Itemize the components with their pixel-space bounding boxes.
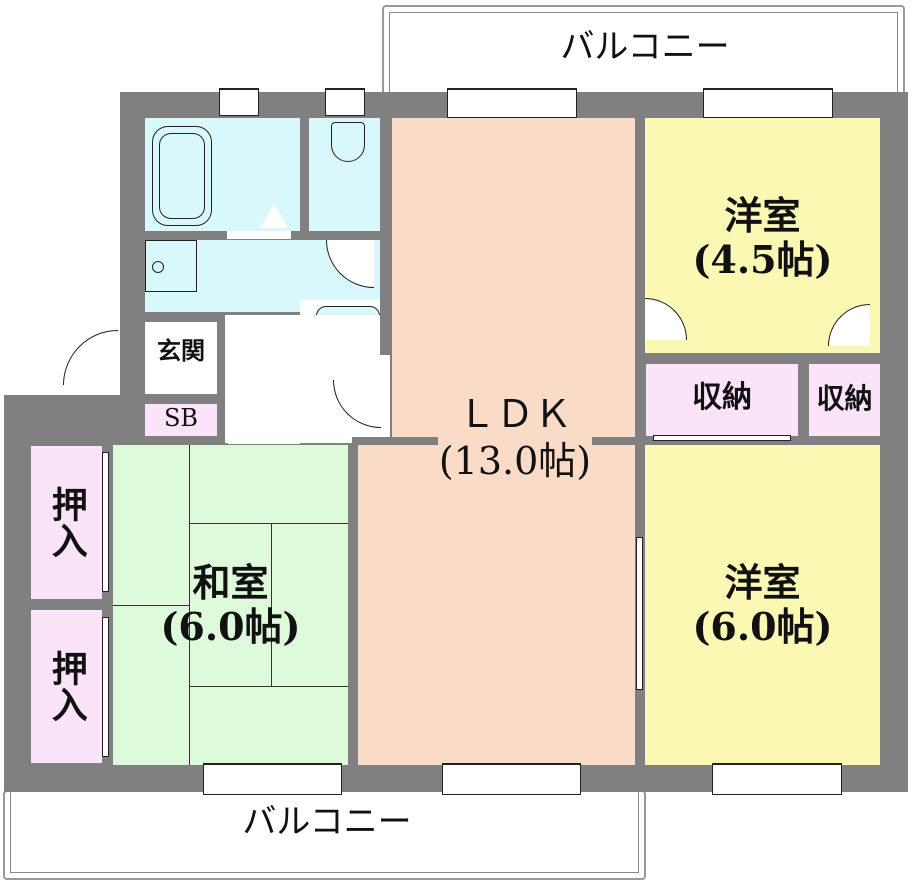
closet-2-label: 押入 [45, 650, 88, 722]
washing-machine-pan-icon [145, 240, 197, 292]
japanese-room: 和室 (6.0帖) [113, 445, 348, 765]
ldk-wall-divider-left [358, 437, 438, 445]
closet-2: 押入 [31, 610, 102, 763]
closet-1-sliding-door[interactable] [102, 452, 109, 592]
ldk-lower [358, 437, 635, 765]
storage-2-label: 収納 [816, 382, 873, 415]
bath-door[interactable] [227, 231, 291, 239]
window-western-large[interactable] [712, 763, 842, 795]
ldk-size: (13.0帖) [438, 439, 592, 483]
bath-door-icon [260, 204, 288, 228]
ldk-label: ＬＤＫ [457, 392, 572, 436]
shoebox: SB [145, 404, 217, 436]
japanese-room-door[interactable] [228, 436, 300, 444]
western-room-small-size: (4.5帖) [692, 237, 833, 282]
shoebox-label: SB [163, 404, 199, 432]
tatami-line [271, 523, 272, 687]
tatami-line [189, 523, 348, 524]
tatami-line [113, 605, 190, 606]
toilet-icon [331, 122, 365, 162]
bathtub-icon [152, 126, 212, 226]
western-room-large-sliding-door[interactable] [636, 537, 643, 690]
storage-2: 収納 [809, 364, 880, 436]
western-room-small: 洋室 (4.5帖) [645, 118, 880, 353]
closet-1: 押入 [31, 446, 102, 599]
bathroom [145, 118, 300, 231]
closet-1-label: 押入 [45, 486, 88, 558]
storage-1-label: 収納 [692, 380, 752, 415]
balcony-top [382, 5, 905, 100]
ldk [392, 118, 635, 440]
toilet-door-swing[interactable] [326, 240, 374, 288]
japanese-room-size: (6.0帖) [160, 604, 301, 649]
ldk-wall-divider-right [592, 437, 635, 445]
western-room-large-size: (6.0帖) [692, 604, 833, 649]
western-room-small-label: 洋室 [724, 193, 801, 238]
window-bath[interactable] [219, 88, 259, 116]
western-room-small-door[interactable] [645, 298, 687, 340]
balcony-bottom-label: バルコニー [242, 802, 412, 842]
western-room-large: 洋室 (6.0帖) [645, 445, 880, 765]
balcony-top-label: バルコニー [560, 27, 730, 67]
tatami-line [189, 686, 348, 687]
ldk-left-partition [352, 437, 358, 765]
window-ldk-top[interactable] [447, 88, 577, 118]
entrance: 玄関 [145, 322, 217, 394]
storage-1: 収納 [646, 364, 798, 436]
window-japanese[interactable] [203, 763, 342, 795]
window-ldk-bottom[interactable] [442, 763, 581, 795]
closet-2-sliding-door[interactable] [102, 617, 109, 757]
entrance-label: 玄関 [157, 336, 205, 365]
window-toilet[interactable] [325, 88, 365, 116]
storage-1-sliding-door[interactable] [653, 435, 791, 441]
window-western-small[interactable] [703, 88, 833, 118]
toilet-room [309, 118, 380, 231]
washroom [145, 240, 380, 312]
western-room-large-label: 洋室 [724, 560, 801, 605]
japanese-room-label: 和室 [192, 560, 269, 605]
storage-2-door[interactable] [828, 304, 870, 346]
